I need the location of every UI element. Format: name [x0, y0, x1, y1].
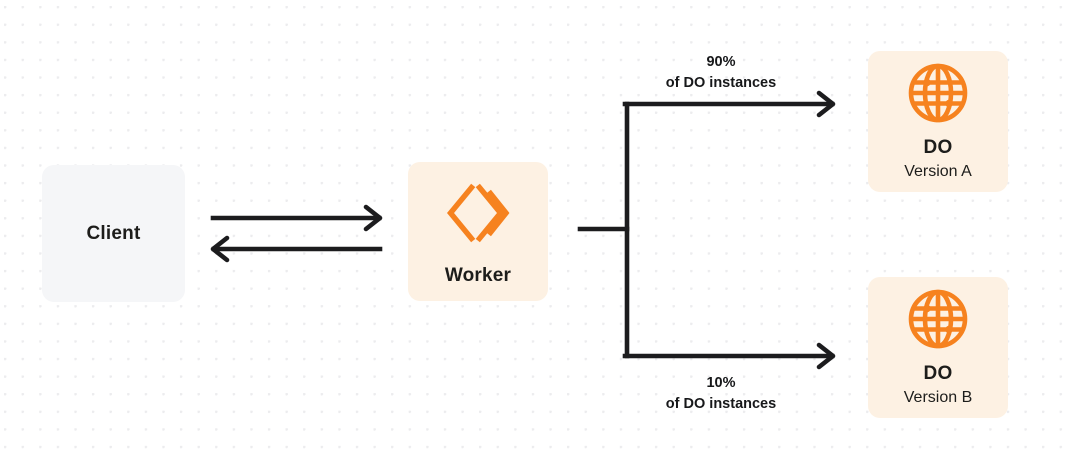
globe-icon — [907, 288, 969, 350]
edge-worker-to-client — [210, 235, 383, 263]
edge-worker-to-do-a — [622, 90, 836, 118]
cloudflare-workers-icon — [442, 177, 514, 249]
edge-label-do-b: 10% of DO instances — [611, 373, 831, 415]
node-do-a-label: DO — [923, 136, 953, 158]
node-do-b-version: Version B — [903, 388, 973, 406]
edge-label-do-a-text: of DO instances — [665, 75, 777, 92]
edge-label-do-b-percent: 10% — [706, 375, 736, 391]
node-do-b-label: DO — [923, 362, 953, 384]
node-do-a-version: Version A — [904, 162, 972, 180]
edge-client-to-worker — [210, 204, 383, 232]
node-do-version-a[interactable]: DO Version A — [868, 51, 1008, 192]
edge-label-do-a-percent: 90% — [706, 54, 736, 70]
node-do-version-b[interactable]: DO Version B — [868, 277, 1008, 418]
edge-worker-branch-trunk — [577, 101, 630, 359]
node-worker-label: Worker — [444, 264, 512, 286]
node-client[interactable]: Client — [42, 165, 185, 302]
edge-worker-to-do-b — [622, 342, 836, 370]
node-worker[interactable]: Worker — [408, 162, 548, 301]
edge-label-do-b-text: of DO instances — [665, 396, 777, 413]
node-client-label: Client — [86, 222, 141, 244]
globe-icon — [907, 62, 969, 124]
edge-label-do-a: 90% of DO instances — [611, 52, 831, 94]
